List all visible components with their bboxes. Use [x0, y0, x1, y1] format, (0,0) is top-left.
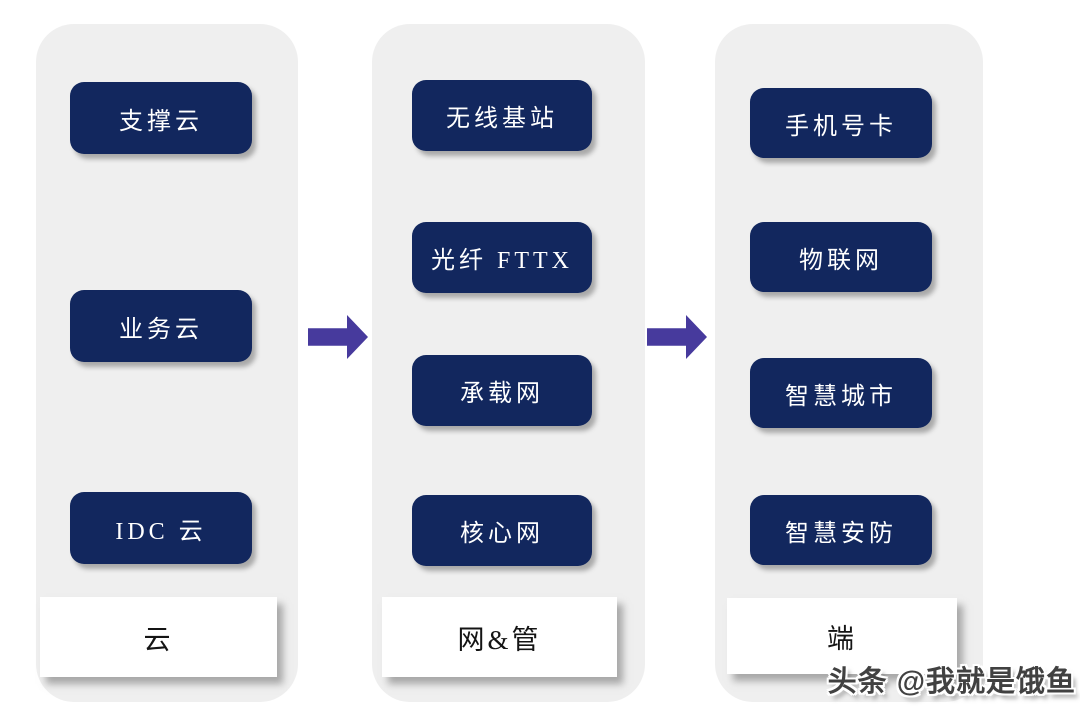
block-arrow-right-icon	[308, 315, 368, 359]
watermark: 头条 @我就是饿鱼	[827, 666, 1076, 698]
node-label: 支撑云	[119, 108, 203, 135]
node-label: 智慧城市	[785, 383, 897, 410]
diagram-node-fiber-fttx: 光纤 FTTX	[412, 222, 592, 293]
diagram-node-core-network: 核心网	[412, 495, 592, 566]
node-label: 物联网	[799, 247, 883, 274]
diagram-node-phone-sim-card: 手机号卡	[750, 88, 932, 158]
node-label: 智慧安防	[785, 520, 897, 547]
node-label: 业务云	[119, 316, 203, 343]
diagram-node-smart-city: 智慧城市	[750, 358, 932, 428]
node-label: 手机号卡	[785, 113, 897, 140]
node-label: 光纤 FTTX	[431, 248, 573, 274]
node-label: 核心网	[460, 521, 544, 547]
diagram-node-idc-cloud: IDC 云	[70, 492, 252, 564]
column-label-terminal: 端	[727, 598, 957, 674]
panel-terminal: 手机号卡 物联网 智慧城市 智慧安防 端	[715, 24, 983, 702]
column-label-text: 网&管	[457, 624, 542, 655]
diagram-node-wireless-base-station: 无线基站	[412, 80, 592, 151]
diagram-node-iot: 物联网	[750, 222, 932, 292]
diagram-node-bearer-network: 承载网	[412, 355, 592, 426]
block-arrow-right-icon	[647, 315, 707, 359]
column-label-text: 端	[827, 623, 857, 654]
node-label: IDC 云	[115, 518, 207, 545]
diagram-node-smart-security: 智慧安防	[750, 495, 932, 565]
column-label-cloud: 云	[40, 597, 277, 677]
panel-network-pipe: 无线基站 光纤 FTTX 承载网 核心网 网&管	[372, 24, 645, 702]
node-label: 无线基站	[446, 106, 558, 132]
column-label-text: 云	[143, 624, 174, 655]
diagram-node-business-cloud: 业务云	[70, 290, 252, 362]
diagram-node-support-cloud: 支撑云	[70, 82, 252, 154]
node-label: 承载网	[460, 381, 544, 407]
column-label-network-pipe: 网&管	[382, 597, 617, 677]
panel-cloud: 支撑云 业务云 IDC 云 云	[36, 24, 298, 702]
